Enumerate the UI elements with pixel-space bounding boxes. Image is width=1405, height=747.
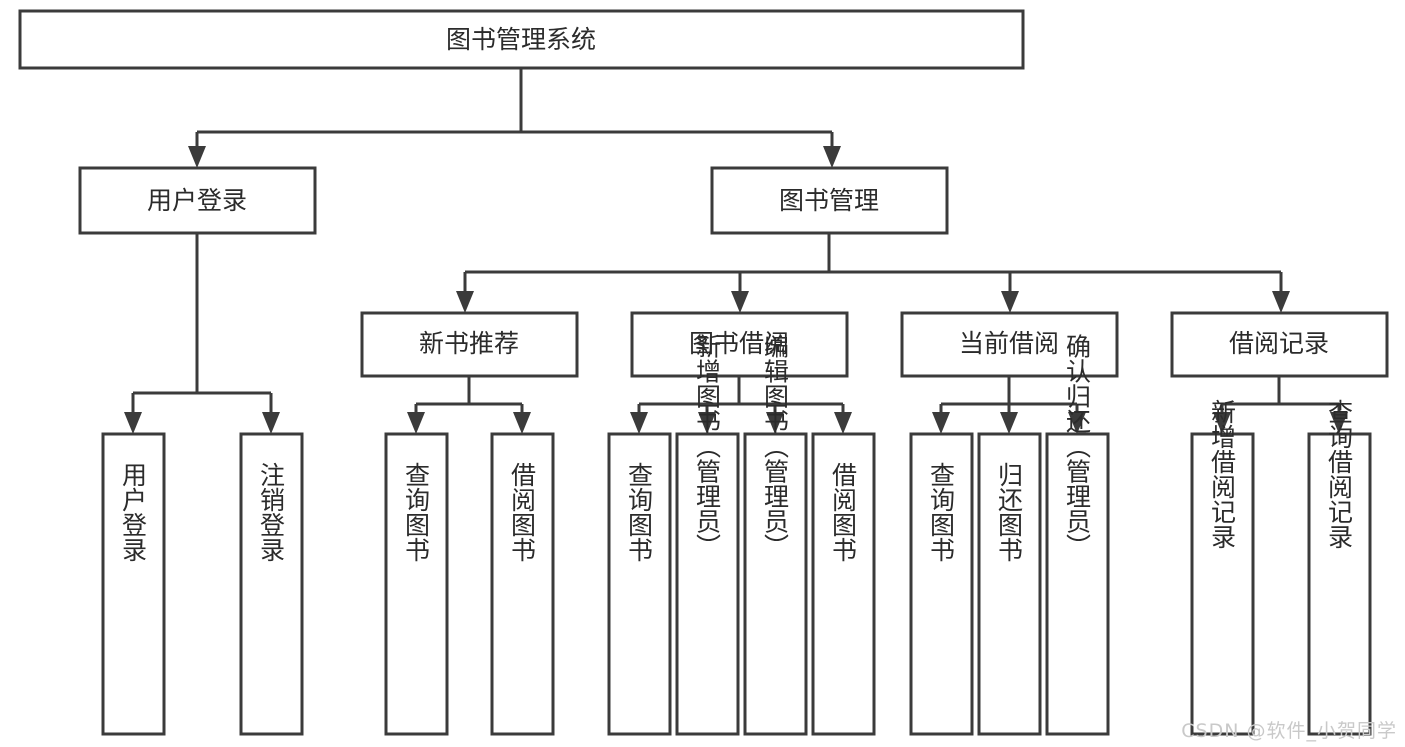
- watermark: CSDN @软件_小贺同学: [1181, 720, 1397, 742]
- node-new-book-recommend-box[interactable]: [360, 311, 579, 378]
- leaf-book-borrow-3-box[interactable]: [811, 432, 876, 736]
- leaf-book-borrow-1-label: 新增图书（管理员）: [693, 334, 722, 559]
- leaf-book-borrow-1[interactable]: 新增图书（管理员）: [675, 334, 740, 736]
- leaf-current-borrow-1-box[interactable]: [977, 432, 1042, 736]
- node-new-book-recommend-label: 新书推荐: [419, 329, 519, 358]
- node-root-box[interactable]: [18, 9, 1025, 70]
- node-book-management[interactable]: 图书管理: [710, 166, 949, 235]
- leaf-current-borrow-0-label: 查询图书: [927, 462, 956, 562]
- leaf-user-login-0-label: 用户登录: [119, 462, 148, 562]
- leaf-current-borrow-0-box[interactable]: [909, 432, 974, 736]
- leaf-new-book-1-box[interactable]: [490, 432, 555, 736]
- leaf-current-borrow-2-box[interactable]: [1045, 432, 1110, 736]
- node-current-borrow-box[interactable]: [900, 311, 1119, 378]
- connector-borrowrecord-to-leaves: [1213, 376, 1348, 434]
- node-book-borrow-box[interactable]: [630, 311, 849, 378]
- node-user-login-label: 用户登录: [147, 186, 247, 215]
- leaf-user-login-1-box[interactable]: [239, 432, 304, 736]
- node-root[interactable]: 图书管理系统: [18, 9, 1025, 70]
- leaf-book-borrow-3-label: 借阅图书: [829, 462, 858, 562]
- leaf-book-borrow-0[interactable]: 查询图书: [607, 432, 672, 736]
- node-current-borrow[interactable]: 当前借阅: [900, 311, 1119, 378]
- leaf-new-book-0-label: 查询图书: [402, 462, 431, 562]
- leaf-book-borrow-0-box[interactable]: [607, 432, 672, 736]
- connector-bookmgmt-to-level3: [456, 233, 1290, 313]
- leaf-borrow-record-0-box[interactable]: [1190, 432, 1255, 736]
- leaf-book-borrow-3[interactable]: 借阅图书: [811, 432, 876, 736]
- leaf-borrow-record-0-label: 新增借阅记录: [1208, 399, 1237, 549]
- node-book-borrow-label: 图书借阅: [689, 329, 789, 358]
- leaf-book-borrow-2-box[interactable]: [743, 432, 808, 736]
- leaf-book-borrow-2-label: 编辑图书（管理员）: [761, 334, 790, 559]
- connector-bookborrow-to-leaves: [630, 376, 852, 434]
- leaf-borrow-record-1-label: 查询借阅记录: [1325, 399, 1354, 549]
- leaf-new-book-0[interactable]: 查询图书: [384, 432, 449, 736]
- connector-currentborrow-to-leaves: [932, 376, 1086, 434]
- leaf-current-borrow-1-label: 归还图书: [995, 462, 1024, 562]
- leaf-book-borrow-0-label: 查询图书: [625, 462, 654, 562]
- node-new-book-recommend[interactable]: 新书推荐: [360, 311, 579, 378]
- leaf-book-borrow-1-box[interactable]: [675, 432, 740, 736]
- leaf-new-book-0-box[interactable]: [384, 432, 449, 736]
- leaf-borrow-record-1-box[interactable]: [1307, 432, 1372, 736]
- node-root-label: 图书管理系统: [446, 25, 596, 54]
- leaf-current-borrow-2-label: 确认归还（管理员）: [1063, 334, 1092, 559]
- leaf-borrow-record-1[interactable]: 查询借阅记录: [1307, 399, 1372, 736]
- leaf-user-login-1[interactable]: 注销登录: [239, 432, 304, 736]
- leaf-user-login-0-box[interactable]: [101, 432, 166, 736]
- leaf-current-borrow-1[interactable]: 归还图书: [977, 432, 1042, 736]
- node-book-management-box[interactable]: [710, 166, 949, 235]
- leaf-borrow-record-0[interactable]: 新增借阅记录: [1190, 399, 1255, 736]
- leaf-book-borrow-2[interactable]: 编辑图书（管理员）: [743, 334, 808, 736]
- connector-userlogin-to-leaves: [124, 233, 280, 434]
- leaf-user-login-0[interactable]: 用户登录: [101, 432, 166, 736]
- connector-root-to-level2: [188, 68, 841, 168]
- leaf-current-borrow-2[interactable]: 确认归还（管理员）: [1045, 334, 1110, 736]
- leaf-new-book-1[interactable]: 借阅图书: [490, 432, 555, 736]
- connector-newbook-to-leaves: [407, 376, 531, 434]
- node-book-borrow[interactable]: 图书借阅: [630, 311, 849, 378]
- node-user-login[interactable]: 用户登录: [78, 166, 317, 235]
- leaf-current-borrow-0[interactable]: 查询图书: [909, 432, 974, 736]
- leaf-user-login-1-label: 注销登录: [257, 462, 286, 562]
- node-borrow-record-box[interactable]: [1170, 311, 1389, 378]
- node-book-management-label: 图书管理: [779, 186, 879, 215]
- leaf-new-book-1-label: 借阅图书: [508, 462, 537, 562]
- node-borrow-record[interactable]: 借阅记录: [1170, 311, 1389, 378]
- node-current-borrow-label: 当前借阅: [959, 329, 1059, 358]
- node-borrow-record-label: 借阅记录: [1229, 329, 1329, 358]
- node-user-login-box[interactable]: [78, 166, 317, 235]
